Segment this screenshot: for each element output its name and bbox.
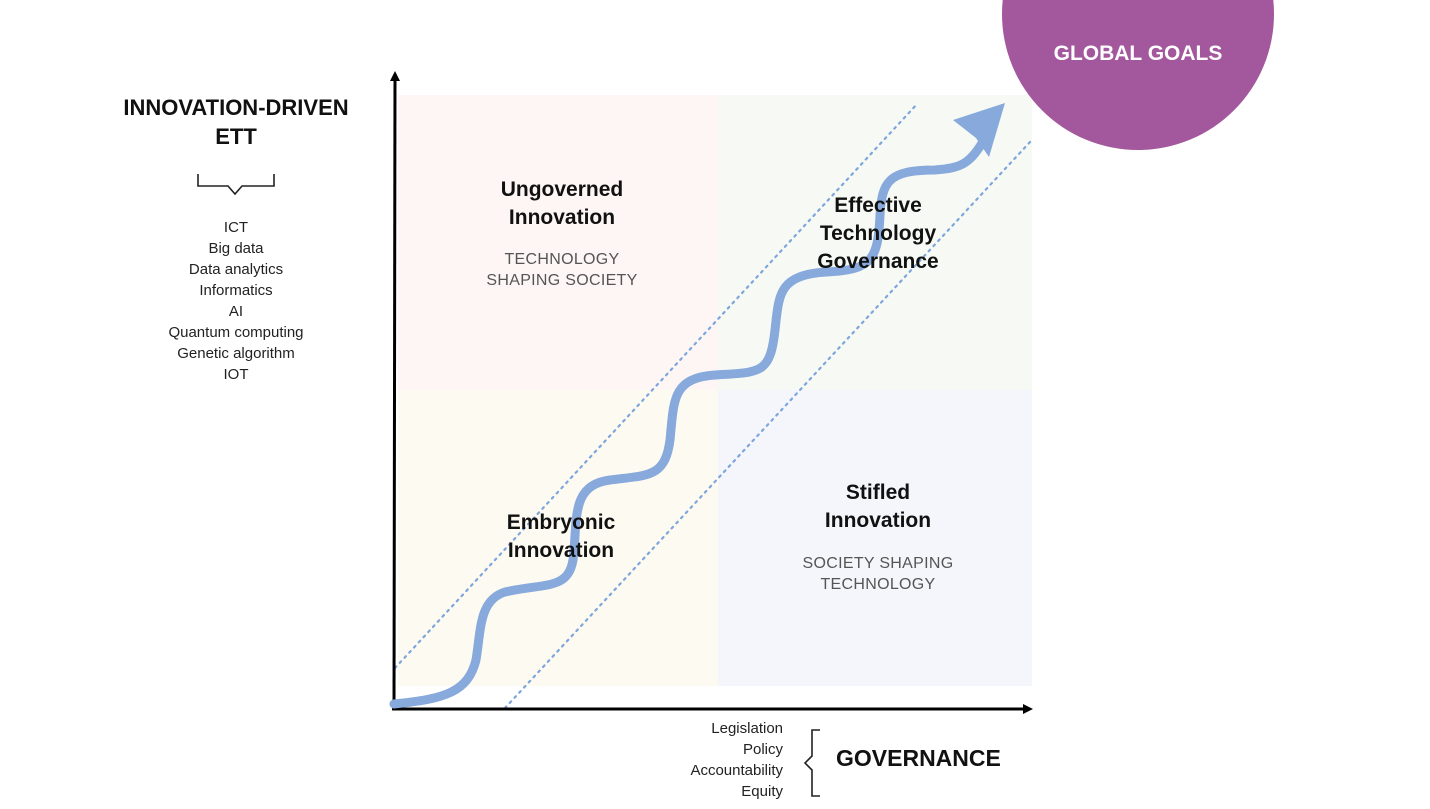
quadrant-stifled: Stifled Innovation SOCIETY SHAPING TECHN… — [778, 479, 978, 595]
list-item: Quantum computing — [168, 324, 304, 341]
quadrant-embryonic: Embryonic Innovation — [461, 509, 661, 565]
list-item: Accountability — [690, 762, 783, 779]
list-item: Data analytics — [188, 261, 284, 278]
ungoverned-sub-line2: SHAPING SOCIETY — [486, 272, 638, 289]
list-item: Big data — [208, 240, 264, 257]
list-item: Legislation — [711, 720, 783, 737]
stifled-title: Stifled Innovation — [778, 479, 978, 535]
stifled-subtitle: SOCIETY SHAPING TECHNOLOGY — [778, 553, 978, 595]
y-axis — [389, 71, 400, 710]
effective-title: Effective Technology Governance — [778, 192, 978, 276]
innovation-title-line2: ETT — [215, 124, 257, 149]
list-item: Policy — [742, 741, 783, 758]
quadrant-embryonic-bg — [398, 390, 718, 686]
stifled-title-line2: Innovation — [824, 509, 932, 532]
curve-arrowhead — [953, 103, 1005, 157]
list-item: Informatics — [199, 282, 273, 299]
quadrant-effective: Effective Technology Governance — [778, 192, 978, 276]
list-item: Equity — [741, 783, 783, 800]
innovation-brace — [197, 174, 275, 196]
stifled-sub-line2: TECHNOLOGY — [820, 576, 936, 593]
governance-progression-curve — [389, 133, 990, 709]
ungoverned-subtitle: TECHNOLOGY SHAPING SOCIETY — [462, 249, 662, 291]
global-goals-label: GLOBAL GOALS — [1053, 42, 1223, 65]
quadrant-ungoverned: Ungoverned Innovation TECHNOLOGY SHAPING… — [462, 176, 662, 291]
ungoverned-title-line1: Ungoverned — [500, 178, 624, 201]
governance-brace — [803, 729, 820, 797]
list-item: ICT — [223, 219, 249, 236]
list-item: Genetic algorithm — [177, 345, 295, 362]
quadrant-ungoverned-bg — [398, 95, 718, 390]
global-goals-circle — [1002, 0, 1274, 150]
embryonic-title-line1: Embryonic — [506, 511, 616, 534]
list-item: IOT — [223, 366, 249, 383]
ungoverned-title: Ungoverned Innovation — [462, 176, 662, 232]
embryonic-title-line2: Innovation — [507, 539, 615, 562]
governance-list: Legislation Policy Accountability Equity — [640, 718, 783, 802]
effective-title-line3: Governance — [817, 250, 939, 273]
list-item: AI — [228, 303, 244, 320]
ungoverned-sub-line1: TECHNOLOGY — [504, 251, 620, 268]
stifled-title-line1: Stifled — [845, 481, 911, 504]
quadrant-stifled-bg — [718, 390, 1032, 686]
governance-title: GOVERNANCE — [836, 745, 1001, 771]
effective-title-line2: Technology — [819, 222, 937, 245]
effective-title-line1: Effective — [834, 194, 922, 217]
corridor-lower-line — [503, 140, 1032, 710]
innovation-tech-list: ICT Big data Data analytics Informatics … — [136, 217, 336, 385]
innovation-title: INNOVATION-DRIVEN ETT — [100, 93, 372, 151]
corridor-upper-line — [393, 101, 920, 670]
stifled-sub-line1: SOCIETY SHAPING — [802, 555, 954, 572]
innovation-title-line1: INNOVATION-DRIVEN — [123, 95, 349, 120]
embryonic-title: Embryonic Innovation — [461, 509, 661, 565]
ungoverned-title-line2: Innovation — [508, 206, 616, 229]
